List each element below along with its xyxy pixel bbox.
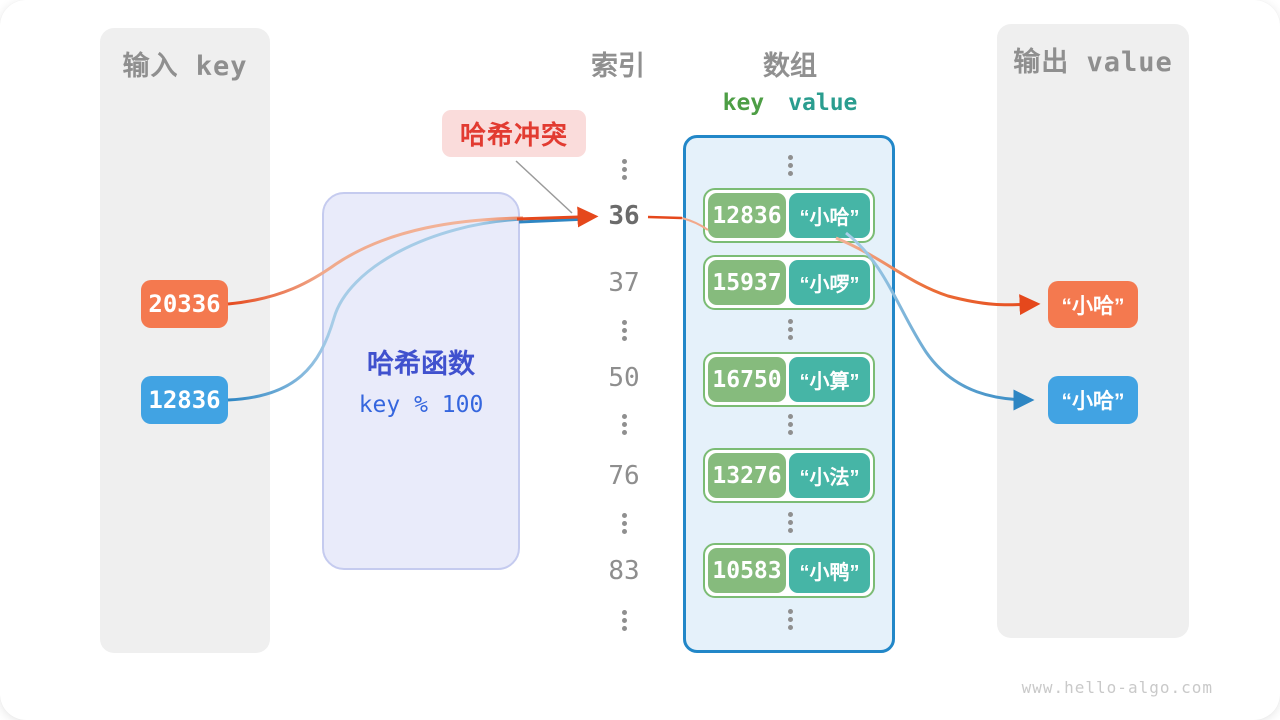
bucket-key: 15937 — [708, 260, 786, 305]
bucket-key: 16750 — [708, 357, 786, 402]
index-row-37: 37 — [608, 268, 640, 298]
input-panel-title: 输入 key — [122, 51, 248, 82]
vertical-ellipsis — [787, 512, 793, 533]
bucket-pair-16750: 16750 “小算” — [703, 352, 875, 407]
hash-collision-badge: 哈希冲突 — [442, 110, 586, 157]
bucket-value: “小鸭” — [789, 548, 870, 593]
arrow-blue-under — [518, 217, 589, 224]
bucket-value: “小啰” — [789, 260, 870, 305]
vertical-ellipsis — [621, 513, 627, 534]
index-row-83: 83 — [608, 556, 640, 586]
output-value-blue: “小哈” — [1048, 376, 1138, 424]
bucket-value: “小哈” — [789, 193, 870, 238]
vertical-ellipsis — [621, 159, 627, 180]
index-column-header: 索引 — [591, 51, 645, 81]
hash-function-title: 哈希函数 — [367, 349, 475, 379]
input-key-20336: 20336 — [141, 280, 228, 328]
arrow-orange-to-index — [516, 206, 599, 228]
output-value-panel: 输出 value — [997, 24, 1189, 638]
bucket-key: 12836 — [708, 193, 786, 238]
bucket-pair-10583: 10583 “小鸭” — [703, 543, 875, 598]
bucket-key: 10583 — [708, 548, 786, 593]
key-header-label: key — [722, 90, 765, 116]
vertical-ellipsis — [621, 414, 627, 435]
bucket-pair-12836: 12836 “小哈” — [703, 188, 875, 243]
hash-function-box: 哈希函数 key % 100 — [322, 192, 520, 570]
value-header-label: value — [788, 90, 858, 116]
output-value-orange: “小哈” — [1048, 281, 1138, 328]
vertical-ellipsis — [621, 320, 627, 341]
vertical-ellipsis — [621, 610, 627, 631]
bucket-pair-13276: 13276 “小法” — [703, 448, 875, 503]
watermark: www.hello-algo.com — [1021, 678, 1213, 697]
vertical-ellipsis — [787, 319, 793, 340]
array-column-header: 数组 — [763, 51, 817, 81]
bucket-value: “小算” — [789, 357, 870, 402]
badge-connector-line — [515, 160, 573, 214]
bucket-value: “小法” — [789, 453, 870, 498]
index-row-36: 36 — [608, 201, 640, 231]
input-key-panel: 输入 key — [100, 28, 270, 653]
index-row-76: 76 — [608, 461, 640, 491]
input-key-12836: 12836 — [141, 376, 228, 424]
vertical-ellipsis — [787, 155, 793, 176]
output-panel-title: 输出 value — [1013, 47, 1173, 78]
bucket-pair-15937: 15937 “小啰” — [703, 255, 875, 310]
index-row-50: 50 — [608, 363, 640, 393]
bucket-key: 13276 — [708, 453, 786, 498]
hash-function-formula: key % 100 — [358, 392, 484, 418]
vertical-ellipsis — [787, 609, 793, 630]
key-value-header: key value — [723, 90, 858, 116]
vertical-ellipsis — [787, 414, 793, 435]
